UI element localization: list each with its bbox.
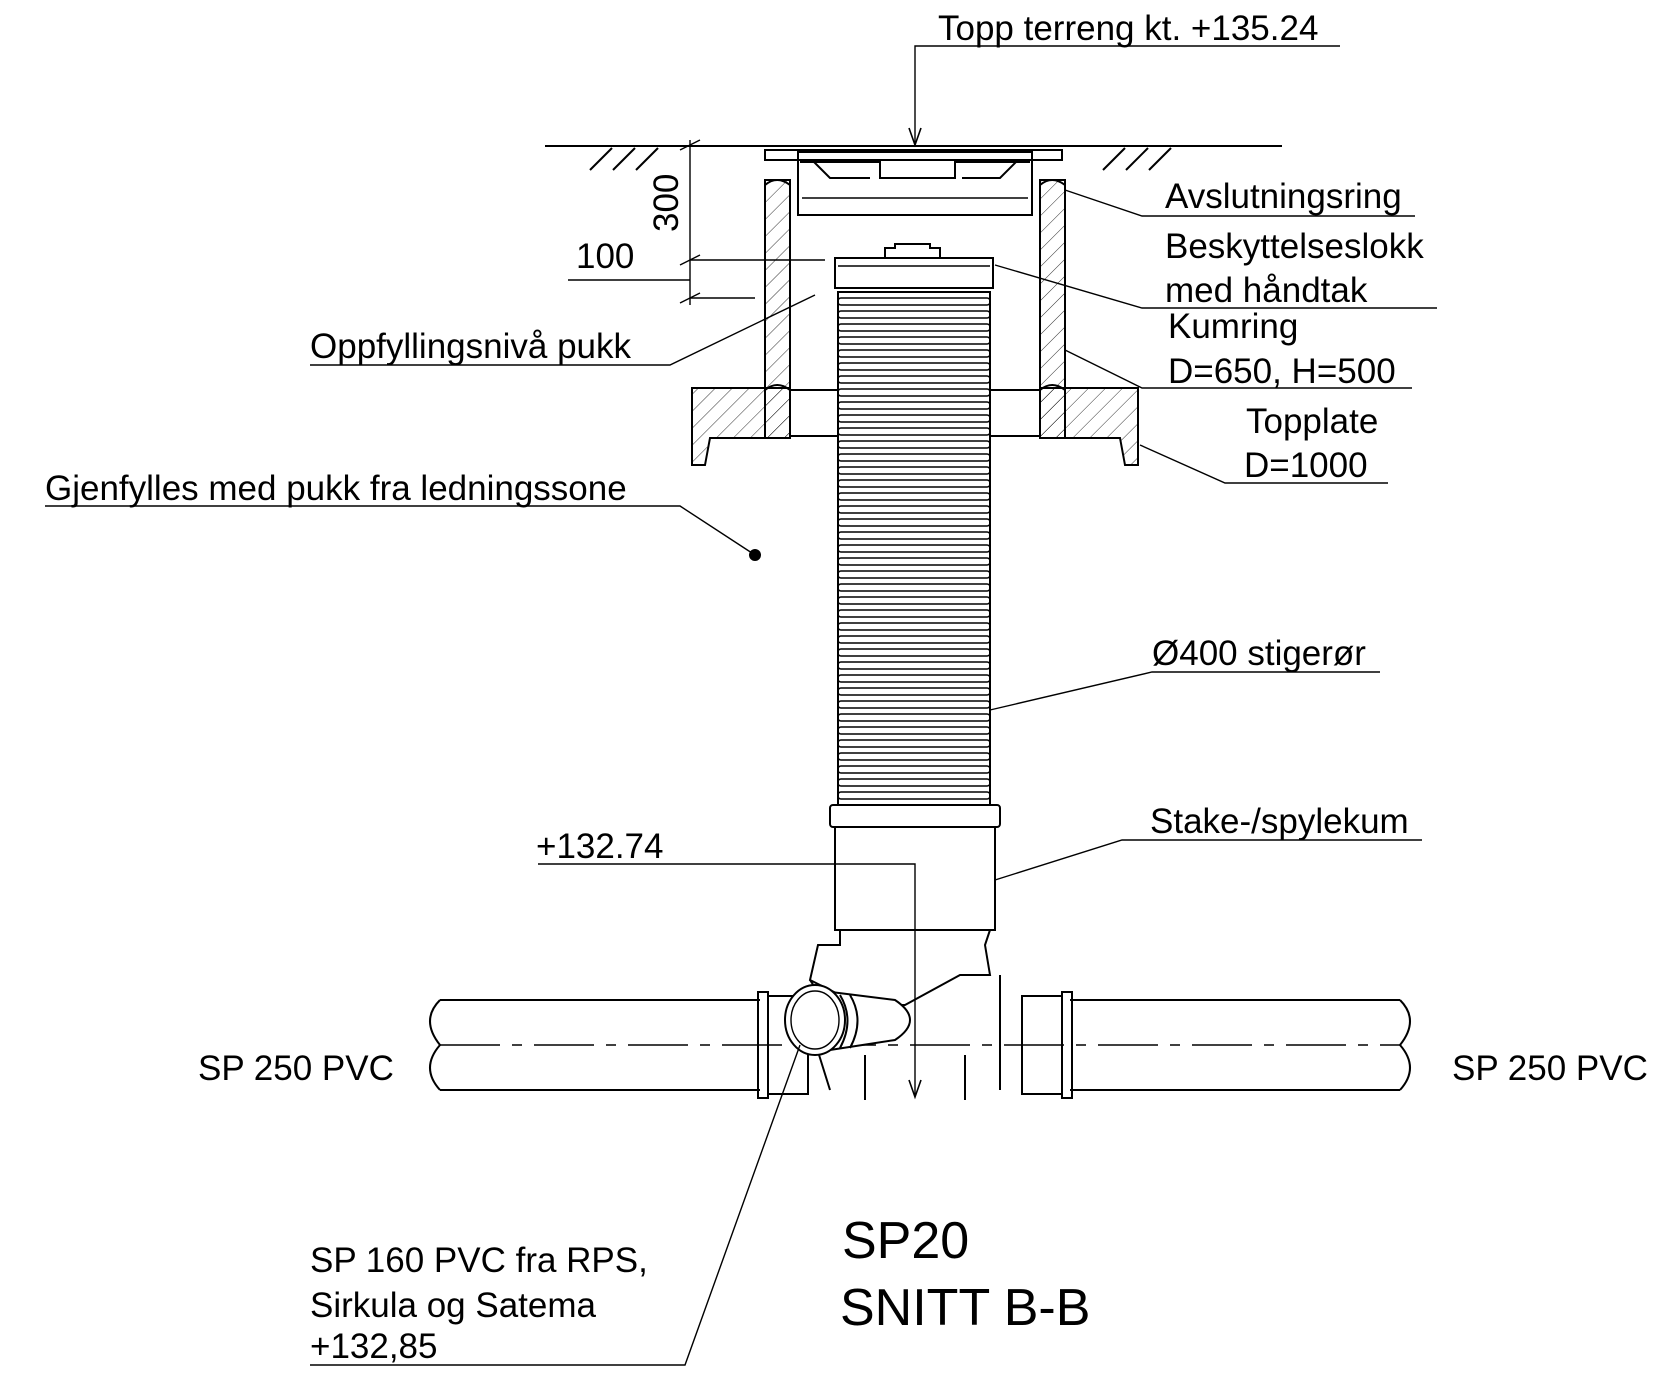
backfill-label: Gjenfylles med pukk fra ledningssone [45,469,627,508]
invert-level-label: +132.74 [536,827,664,866]
riser-pipe [837,291,991,806]
protective-lid-label-1: Beskyttelseslokk [1165,227,1424,266]
drawing-title-1: SP20 [842,1212,969,1270]
top-plate-label-1: Topplate [1246,402,1378,441]
branch-pipe [784,984,911,1056]
leader-lines [45,45,1437,1366]
dimension-100-text: 100 [576,237,634,276]
branch-label-2: Sirkula og Satema [310,1286,597,1325]
drawing-title-2: SNITT B-B [840,1279,1090,1337]
branch-label-1: SP 160 PVC fra RPS, [310,1241,648,1280]
closing-ring-label: Avslutningsring [1165,177,1402,216]
top-plate [691,387,1139,466]
top-plate-label-2: D=1000 [1244,446,1368,485]
manhole-ring-label-2: D=650, H=500 [1168,352,1396,391]
rodding-chamber [804,804,1001,1100]
riser-pipe-label: Ø400 stigerør [1152,634,1366,673]
protective-lid [834,243,994,299]
manhole-ring-label-1: Kumring [1168,307,1298,346]
dimension-300-text: 300 [647,174,686,232]
dimension-100: 100 [568,237,690,281]
pipe-right-label: SP 250 PVC [1452,1049,1648,1088]
closing-ring [764,149,1063,216]
branch-label-3: +132,85 [310,1327,438,1366]
dimension-300: 300 [647,139,825,305]
fill-level-label: Oppfyllingsnivå pukk [310,327,631,366]
protective-lid-label-2: med håndtak [1165,271,1368,310]
terrain-top-label: Topp terreng kt. +135.24 [938,9,1318,48]
pipe-left-label: SP 250 PVC [198,1049,394,1088]
rodding-chamber-label: Stake-/spylekum [1150,802,1409,841]
